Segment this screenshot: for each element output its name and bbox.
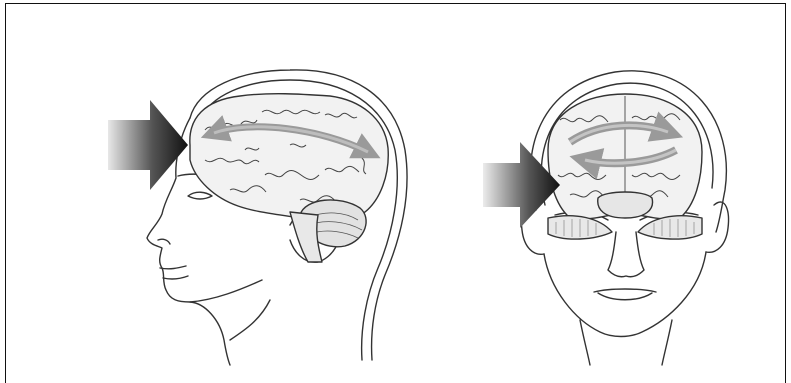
side-view-brain	[190, 94, 388, 262]
